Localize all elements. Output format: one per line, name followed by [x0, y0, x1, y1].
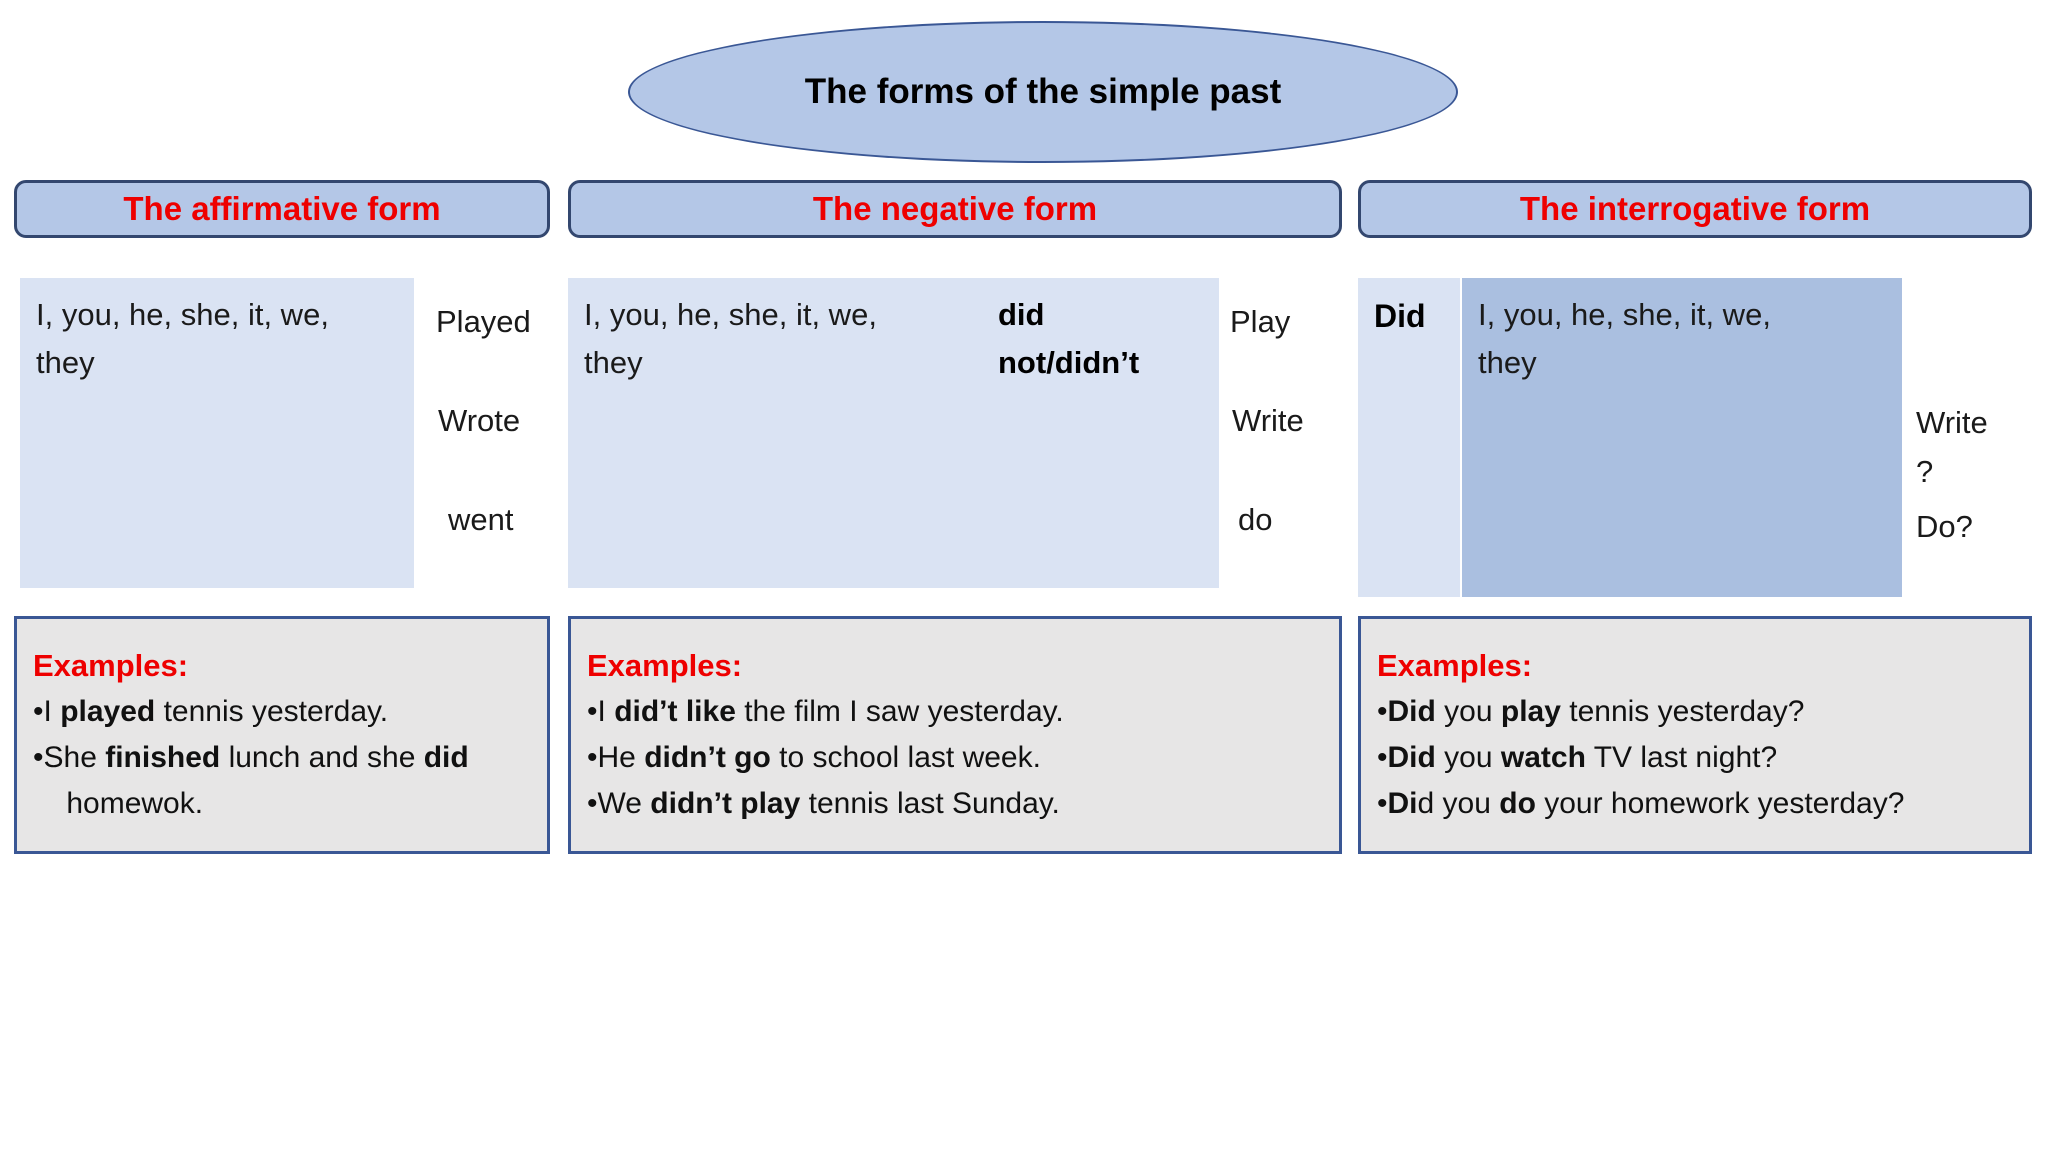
negative-auxiliary-text: did not/didn’t	[998, 297, 1140, 380]
negative-subject-box: I, you, he, she, it, we, they did not/di…	[568, 278, 1219, 588]
examples-label: Examples:	[1377, 648, 1533, 683]
negative-subject-text: I, you, he, she, it, we, they	[584, 297, 877, 380]
interrogative-verb-do: Do?	[1916, 509, 1973, 544]
interrogative-subject-box: I, you, he, she, it, we, they	[1462, 278, 1902, 597]
interrogative-did-text: Did	[1374, 298, 1426, 334]
example-line: •Did you play tennis yesterday?	[1377, 695, 1805, 728]
header-interrogative-form: The interrogative form	[1358, 180, 2032, 238]
examples-box-negative: Examples: •I did’t like the film I saw y…	[568, 616, 1342, 854]
example-line: •He didn’t go to school last week.	[587, 741, 1041, 774]
example-line: homewok.	[33, 787, 204, 820]
header-affirmative-form: The affirmative form	[14, 180, 550, 238]
interrogative-did-box: Did	[1358, 278, 1460, 597]
examples-label: Examples:	[33, 648, 189, 683]
example-line: •We didn’t play tennis last Sunday.	[587, 787, 1060, 820]
example-line: •I played tennis yesterday.	[33, 695, 389, 728]
header-negative-form: The negative form	[568, 180, 1342, 238]
negative-verb-write: Write	[1232, 403, 1304, 438]
interrogative-subject-text: I, you, he, she, it, we, they	[1478, 297, 1771, 380]
examples-box-interrogative: Examples: •Did you play tennis yesterday…	[1358, 616, 2032, 854]
title-ellipse: The forms of the simple past	[628, 21, 1458, 163]
example-line: •I did’t like the film I saw yesterday.	[587, 695, 1064, 728]
affirmative-subject-box: I, you, he, she, it, we, they	[20, 278, 414, 588]
examples-label: Examples:	[587, 648, 743, 683]
negative-verb-play: Play	[1230, 304, 1291, 339]
affirmative-verb-wrote: Wrote	[438, 403, 521, 438]
example-line: •She finished lunch and she did	[33, 741, 469, 774]
slide-title: The forms of the simple past	[804, 72, 1282, 111]
affirmative-verb-played: Played	[436, 304, 531, 339]
affirmative-verb-went: went	[448, 502, 514, 537]
header-negative-label: The negative form	[812, 190, 1098, 227]
example-line: •Did you do your homework yesterday?	[1377, 787, 1905, 820]
header-affirmative-label: The affirmative form	[123, 190, 441, 227]
examples-box-affirmative: Examples: •I played tennis yesterday. •S…	[14, 616, 550, 854]
example-line: •Did you watch TV last night?	[1377, 741, 1778, 774]
negative-verb-do: do	[1238, 502, 1273, 537]
interrogative-verb-write: Write ?	[1916, 405, 1988, 489]
header-interrogative-label: The interrogative form	[1519, 190, 1871, 227]
affirmative-subject-text: I, you, he, she, it, we, they	[36, 297, 329, 380]
